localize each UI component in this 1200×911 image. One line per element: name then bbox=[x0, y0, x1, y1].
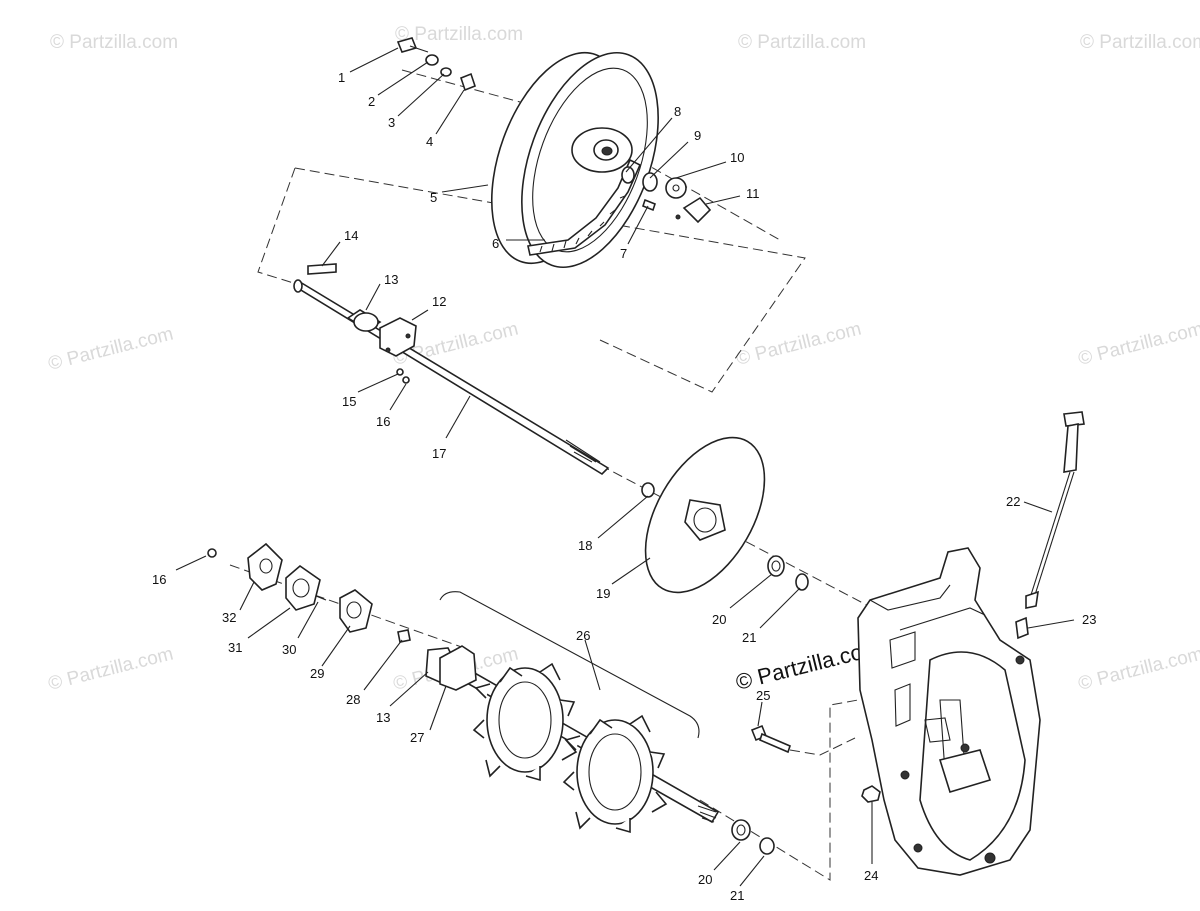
callout-30: 30 bbox=[282, 642, 296, 657]
callout-15: 15 bbox=[342, 394, 356, 409]
drive-shaft-assembly bbox=[425, 645, 720, 834]
callout-1: 1 bbox=[338, 70, 345, 85]
snap-ring bbox=[641, 482, 655, 498]
callout-10: 10 bbox=[730, 150, 744, 165]
callout-25: 25 bbox=[756, 688, 770, 703]
callout-2: 2 bbox=[368, 94, 375, 109]
chaincase bbox=[857, 547, 1041, 876]
nut bbox=[861, 785, 881, 803]
watermark-text: © Partzilla.com bbox=[395, 24, 523, 45]
callout-11: 11 bbox=[746, 186, 760, 201]
callout-31: 31 bbox=[228, 640, 242, 655]
callout-22: 22 bbox=[1006, 494, 1020, 509]
callout-7: 7 bbox=[620, 246, 627, 261]
callout-numbers: 1 2 3 4 5 6 7 8 9 10 11 12 13 14 15 16 1… bbox=[152, 70, 1096, 903]
callout-9: 9 bbox=[694, 128, 701, 143]
callout-17: 17 bbox=[432, 446, 446, 461]
callout-leaders bbox=[175, 47, 1075, 887]
brake-disc bbox=[644, 436, 766, 594]
jackshaft bbox=[293, 279, 610, 476]
driven-clutch-sheave bbox=[490, 51, 659, 269]
watermark-text: © Partzilla.com bbox=[50, 32, 178, 53]
callout-13: 13 bbox=[384, 272, 398, 287]
callout-3: 3 bbox=[388, 115, 395, 130]
callout-13-lower: 13 bbox=[376, 710, 390, 725]
sprocket-bracket bbox=[439, 591, 700, 739]
shaft-bolts bbox=[396, 368, 410, 384]
callout-20-lower: 20 bbox=[698, 872, 712, 887]
lower-bearing-oring bbox=[731, 819, 775, 855]
callout-29: 29 bbox=[310, 666, 324, 681]
key bbox=[307, 263, 337, 275]
callout-32: 32 bbox=[222, 610, 236, 625]
dipstick bbox=[1025, 411, 1085, 609]
watermark-text: © Partzilla.com bbox=[46, 324, 175, 375]
watermark-text: © Partzilla.com bbox=[734, 319, 863, 370]
callout-20: 20 bbox=[712, 612, 726, 627]
callout-12: 12 bbox=[432, 294, 446, 309]
callout-28: 28 bbox=[346, 692, 360, 707]
callout-26: 26 bbox=[576, 628, 590, 643]
watermark-text: © Partzilla.com bbox=[1076, 319, 1200, 370]
watermark-text: © Partzilla.com bbox=[1076, 644, 1200, 695]
callout-8: 8 bbox=[674, 104, 681, 119]
bolt-washer-stack bbox=[396, 37, 476, 92]
callout-16: 16 bbox=[376, 414, 390, 429]
callout-5: 5 bbox=[430, 190, 437, 205]
callout-21-lower: 21 bbox=[730, 888, 744, 903]
watermark-text: © Partzilla.com bbox=[46, 644, 175, 695]
sheave-hardware bbox=[621, 166, 712, 224]
watermark-text: © Partzilla.com bbox=[1080, 32, 1200, 53]
callout-27: 27 bbox=[410, 730, 424, 745]
flange-plates bbox=[207, 542, 411, 643]
callout-19: 19 bbox=[596, 586, 610, 601]
callout-16-lower: 16 bbox=[152, 572, 166, 587]
callout-4: 4 bbox=[426, 134, 433, 149]
upper-bearing-oring bbox=[767, 555, 809, 591]
callout-14: 14 bbox=[344, 228, 358, 243]
watermark-text: © Partzilla.com bbox=[738, 32, 866, 53]
callout-18: 18 bbox=[578, 538, 592, 553]
roll-pin bbox=[1015, 616, 1029, 640]
case-bolt bbox=[750, 724, 791, 754]
callout-24: 24 bbox=[864, 868, 878, 883]
callout-21: 21 bbox=[742, 630, 756, 645]
callout-6: 6 bbox=[492, 236, 499, 251]
callout-23: 23 bbox=[1082, 612, 1096, 627]
